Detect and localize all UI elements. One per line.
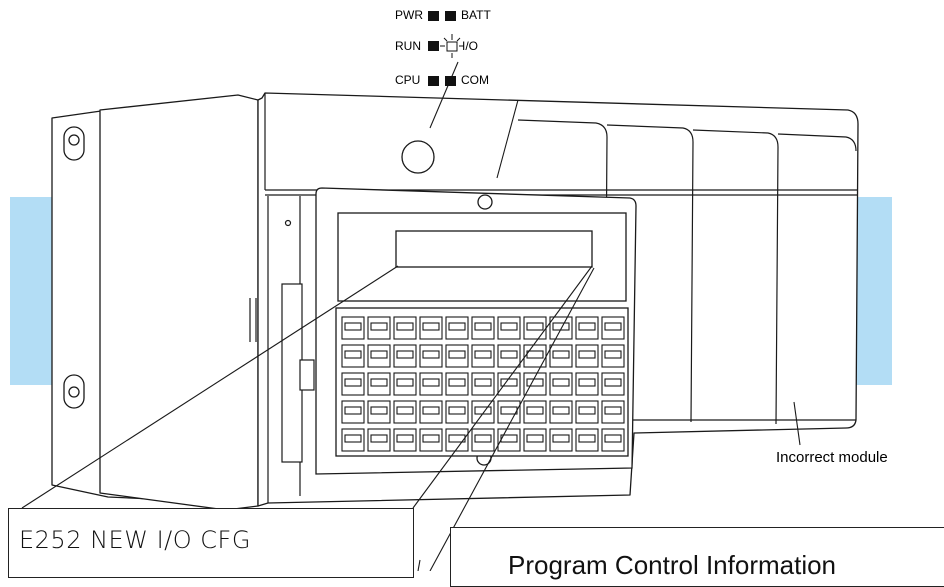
keypad-key-face <box>344 434 362 443</box>
keypad-key-face <box>448 322 466 331</box>
keypad-key-face <box>578 350 596 359</box>
side-screw <box>284 219 292 227</box>
keypad-key-face <box>474 350 492 359</box>
keypad-key-face <box>370 350 388 359</box>
keypad-key-face <box>344 378 362 387</box>
incorrect-module-label: Incorrect module <box>776 449 888 466</box>
run-io-leader <box>429 61 459 129</box>
keypad-key-face <box>604 434 622 443</box>
pwr-label: PWR <box>395 8 423 22</box>
keypad-key-face <box>370 378 388 387</box>
keypad-key-face <box>370 434 388 443</box>
plc-diagram <box>10 11 892 571</box>
run-led <box>428 41 439 51</box>
keypad-key-face <box>422 350 440 359</box>
keypad-key-face <box>500 350 518 359</box>
run-label: RUN <box>395 39 421 53</box>
keypad-key-face <box>448 378 466 387</box>
com-leader <box>496 99 519 179</box>
module-slot-3 <box>692 129 779 425</box>
cpu-port <box>401 140 435 174</box>
com-led <box>445 76 456 86</box>
keypad-key-face <box>552 378 570 387</box>
keypad-key-face <box>422 406 440 415</box>
keypad-key-face <box>500 322 518 331</box>
power-supply-housing <box>99 94 259 511</box>
side-connector <box>281 283 303 463</box>
lcd-message-box: E252 NEW I/O CFG <box>8 508 414 578</box>
keypad-key-face <box>396 434 414 443</box>
keypad-key-face <box>396 322 414 331</box>
keypad-key-face <box>396 350 414 359</box>
keypad-key-face <box>604 406 622 415</box>
keypad-key-face <box>604 350 622 359</box>
keypad-key-face <box>552 350 570 359</box>
lcd-message: E252 NEW I/O CFG <box>19 526 251 554</box>
keypad-key-face <box>344 350 362 359</box>
keypad <box>341 316 625 452</box>
keypad-key-face <box>448 350 466 359</box>
keypad-key-face <box>578 322 596 331</box>
keypad-key-face <box>370 322 388 331</box>
batt-label: BATT <box>461 8 491 22</box>
keypad-key-face <box>578 434 596 443</box>
lcd-window <box>395 230 593 268</box>
keypad-key-face <box>448 406 466 415</box>
module-slot-4 <box>777 133 857 152</box>
keypad-key-face <box>578 378 596 387</box>
keypad-key-face <box>370 406 388 415</box>
keypad-key-face <box>526 350 544 359</box>
keypad-key-face <box>526 434 544 443</box>
keypad-key-face <box>500 434 518 443</box>
keypad-key-face <box>526 378 544 387</box>
cpu-led <box>428 76 439 86</box>
keypad-key-face <box>604 322 622 331</box>
lcd-leader-right <box>417 559 421 571</box>
info-leader <box>429 267 595 571</box>
incorrect-module-leader <box>793 401 801 446</box>
mounting-hole-bottom <box>68 386 80 398</box>
programmer-screw-top <box>477 194 493 210</box>
keypad-key-face <box>422 434 440 443</box>
keypad-key-face <box>396 378 414 387</box>
side-latch <box>299 359 315 391</box>
keypad-key-face <box>422 322 440 331</box>
lcd-leader-left-top <box>21 265 399 509</box>
keypad-key-face <box>526 406 544 415</box>
module-slot-2 <box>606 124 694 423</box>
cpu-label: CPU <box>395 73 421 87</box>
keypad-key-face <box>604 378 622 387</box>
keypad-key-face <box>422 378 440 387</box>
program-control-panel: Program Control Information <box>450 527 944 587</box>
module-slot-1 <box>517 119 608 421</box>
keypad-key-face <box>474 434 492 443</box>
keypad-key-face <box>474 378 492 387</box>
keypad-key-face <box>552 406 570 415</box>
com-label: COM <box>461 73 489 87</box>
pwr-led <box>428 11 439 21</box>
keypad-key-face <box>500 406 518 415</box>
keypad-key-face <box>474 322 492 331</box>
keypad-key-face <box>344 322 362 331</box>
keypad-key-face <box>526 322 544 331</box>
program-control-title: Program Control Information <box>508 550 837 580</box>
keypad-key-face <box>578 406 596 415</box>
keypad-key-face <box>344 406 362 415</box>
keypad-key-face <box>552 434 570 443</box>
batt-led <box>445 11 456 21</box>
keypad-key-face <box>396 406 414 415</box>
mounting-hole-top <box>68 134 80 146</box>
io-led-flashing <box>440 34 464 58</box>
lcd-leader-left <box>412 265 593 509</box>
io-label: I/O <box>462 39 479 53</box>
